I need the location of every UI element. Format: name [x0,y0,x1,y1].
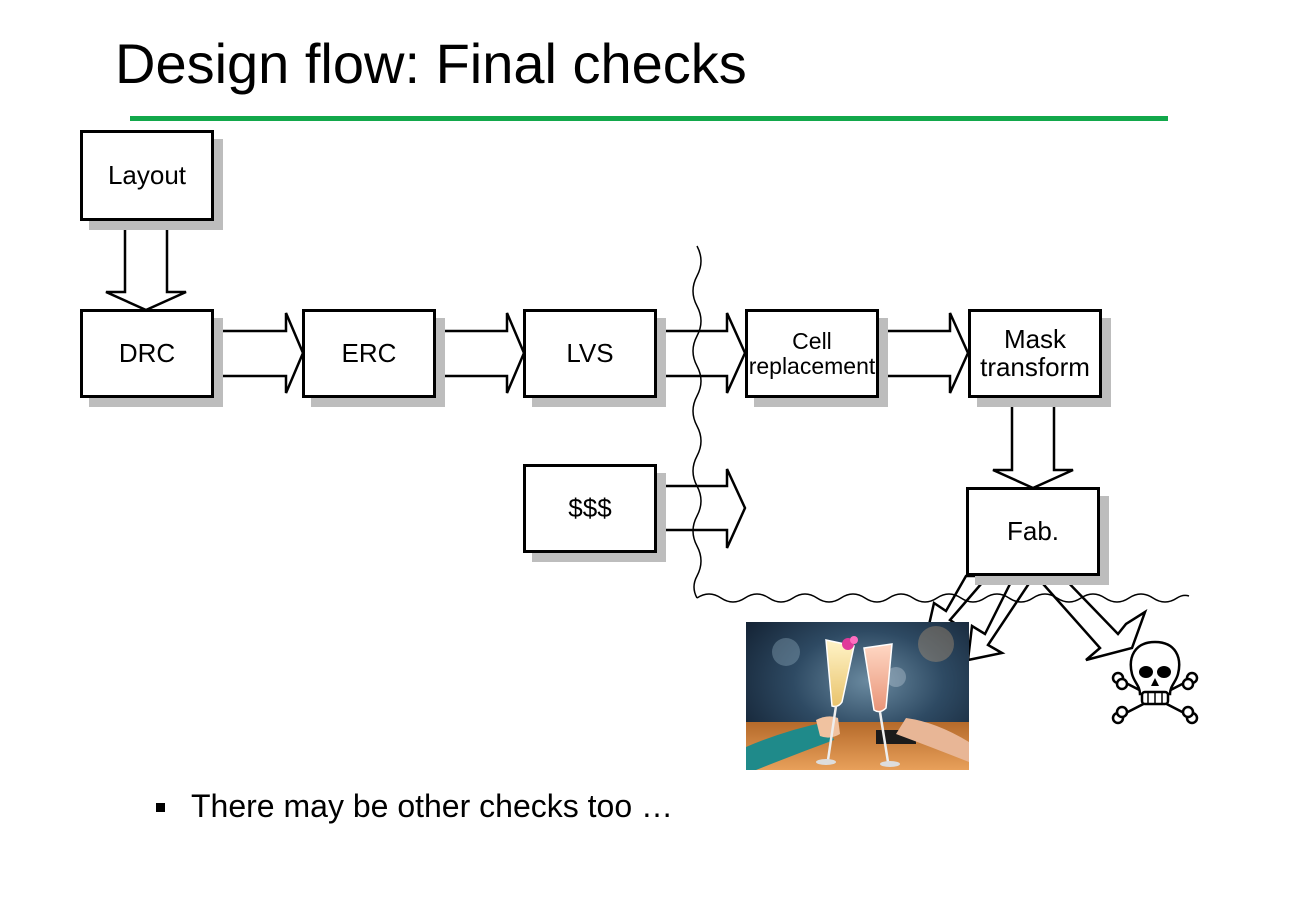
arrow-fab-to-failure [1033,574,1148,662]
bullet-text: There may be other checks too … [191,788,673,824]
lvs-box-label: LVS [566,337,614,368]
mask-transform-label-line1: Mask [1003,324,1067,355]
mask-transform-label-line2: transform [980,351,1090,382]
arrow-cell-to-mask [877,312,970,394]
fab-box: Fab. [966,487,1100,576]
mask-transform-box: Mask transform [968,309,1102,398]
bullet-item: There may be other checks too … [156,788,673,825]
arrow-layout-to-drc [105,218,187,312]
drc-box: DRC [80,309,214,398]
arrow-erc-to-lvs [433,312,526,394]
cell-replacement-label-line1: Cell [792,328,832,355]
arrow-fab-to-middle [966,574,1037,662]
vertical-boundary-line [692,245,702,599]
slide-title: Design flow: Final checks [115,32,747,95]
horizontal-boundary-line [696,593,1190,603]
arrow-money-out [655,468,747,549]
arrow-lvs-to-cell [655,312,747,394]
cell-replacement-box: Cell replacement [745,309,879,398]
layout-box: Layout [80,130,214,221]
money-box: $$$ [523,464,657,553]
skull-crossbones-icon [1111,640,1199,725]
arrow-drc-to-erc [211,312,305,394]
erc-box-label: ERC [341,337,397,368]
drc-box-label: DRC [118,337,176,368]
fab-box-label: Fab. [1006,515,1060,546]
money-box-label: $$$ [568,492,612,523]
bullet-marker [156,803,165,812]
arrow-mask-to-fab [992,396,1074,490]
champagne-toast-photo [746,622,969,770]
title-divider [130,116,1168,121]
erc-box: ERC [302,309,436,398]
cell-replacement-label-line2: replacement [748,352,876,379]
layout-box-label: Layout [107,159,187,190]
lvs-box: LVS [523,309,657,398]
